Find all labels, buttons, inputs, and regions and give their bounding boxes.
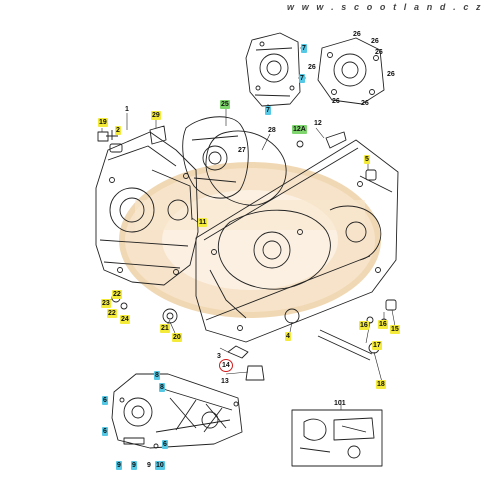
bearing-housing-part	[317, 37, 385, 105]
callout-11: 11	[198, 218, 208, 227]
callout-6-c: 6	[162, 440, 168, 449]
callout-26-b: 26	[371, 38, 379, 45]
callout-3: 3	[217, 353, 221, 360]
callout-2: 2	[115, 126, 121, 135]
leader-lines	[101, 47, 396, 410]
callout-9-b: 9	[131, 461, 137, 470]
callout-5: 5	[364, 155, 370, 164]
callout-26-c: 26	[375, 49, 383, 56]
callout-6-b: 6	[102, 427, 108, 436]
callout-18: 18	[376, 380, 386, 389]
callout-29: 29	[151, 111, 161, 120]
callout-26-e: 26	[387, 71, 395, 78]
magneto-cover-part	[182, 116, 249, 199]
callout-10: 10	[155, 461, 165, 470]
callout-7-bottom: 7	[265, 106, 271, 115]
small-hardware-parts	[97, 125, 397, 381]
callout-9-a: 9	[116, 461, 122, 470]
callout-28: 28	[268, 127, 276, 134]
callout-17: 17	[372, 341, 382, 350]
callout-14: 14	[219, 359, 233, 372]
callout-21: 21	[160, 324, 170, 333]
site-watermark-text: w w w . s c o o t l a n d . c z	[287, 2, 484, 12]
callout-101: 101	[334, 400, 346, 407]
callout-26-d: 26	[308, 64, 316, 71]
callout-6-a: 6	[102, 396, 108, 405]
gasket-part	[205, 130, 287, 206]
callout-26-a: 26	[353, 31, 361, 38]
clutch-cover-part	[245, 32, 301, 107]
callout-16-b: 16	[378, 320, 388, 329]
callout-25: 25	[220, 100, 230, 109]
callout-24: 24	[120, 315, 130, 324]
callout-22-b: 22	[107, 309, 117, 318]
callout-1: 1	[125, 106, 129, 113]
right-crankcase-part	[195, 139, 399, 343]
callout-26-f: 26	[332, 98, 340, 105]
callout-26-g: 26	[361, 100, 369, 107]
callout-7-mid: 7	[299, 74, 305, 83]
callout-13: 13	[221, 378, 229, 385]
callout-27: 27	[238, 147, 246, 154]
callout-23: 23	[101, 299, 111, 308]
callout-20: 20	[172, 333, 182, 342]
callout-16-a: 16	[359, 321, 369, 330]
callout-19: 19	[98, 118, 108, 127]
callout-8-b: 8	[159, 383, 165, 392]
crankcase-half-part	[111, 373, 243, 449]
callout-12a: 12A	[292, 125, 307, 134]
callout-7-top: 7	[301, 44, 307, 53]
callout-22-a: 22	[112, 290, 122, 299]
callout-15: 15	[390, 325, 400, 334]
left-crankcase-part	[95, 131, 199, 286]
callout-4: 4	[285, 332, 291, 341]
callout-12: 12	[314, 120, 322, 127]
watermark-logo	[119, 162, 381, 318]
callout-9-c: 9	[147, 462, 151, 469]
gasket-set-part	[291, 409, 383, 467]
callout-8-a: 8	[154, 371, 160, 380]
